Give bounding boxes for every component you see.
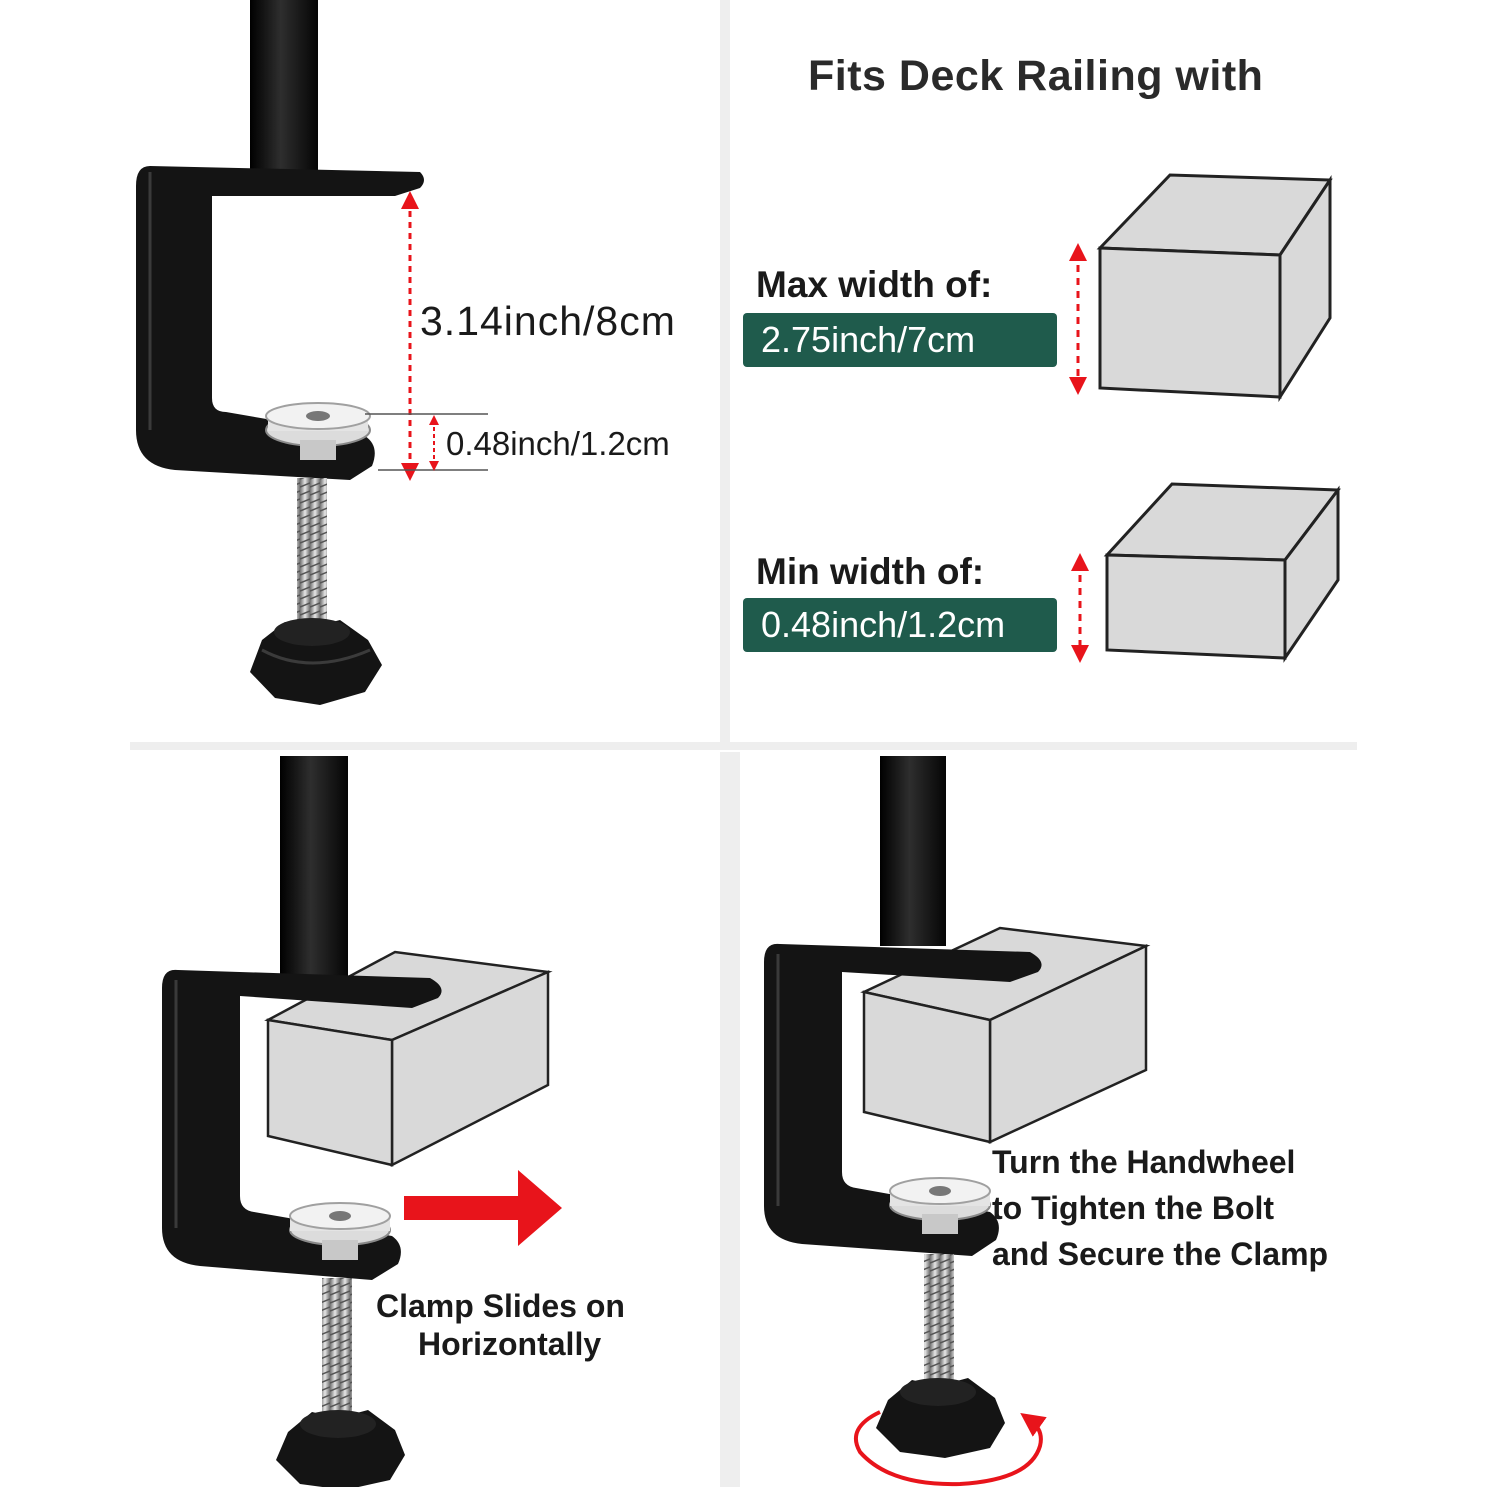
clamp-icon [764, 756, 1042, 1256]
block-icon [1096, 173, 1333, 403]
bolt-icon [265, 402, 371, 628]
bolt-icon [889, 1177, 991, 1394]
gap-dimension-label: 3.14inch/8cm [420, 298, 676, 344]
handwheel-icon [276, 1410, 405, 1487]
tighten-caption-line1: Turn the Handwheel [992, 1144, 1296, 1180]
thickness-dimension-label: 0.48inch/1.2cm [446, 425, 670, 462]
min-width-badge: 0.48inch/1.2cm [743, 598, 1057, 652]
handwheel-icon [876, 1378, 1005, 1458]
bolt-icon [289, 1202, 391, 1420]
dimension-arrow-icon [365, 191, 488, 481]
horizontal-divider [130, 742, 1357, 750]
max-width-label: Max width of: [756, 264, 993, 305]
clamp-icon [136, 0, 424, 480]
rotate-arrow-icon [854, 1410, 1047, 1487]
block-icon [1103, 482, 1341, 663]
slide-caption-line1: Clamp Slides on [376, 1288, 625, 1324]
tighten-caption-line2: to Tighten the Bolt [992, 1190, 1275, 1226]
panel-dimensions [130, 0, 720, 742]
slide-arrow-icon [404, 1170, 562, 1246]
min-width-label: Min width of: [756, 551, 985, 592]
vertical-divider-top [720, 0, 730, 742]
max-width-badge: 2.75inch/7cm [743, 313, 1057, 367]
slide-caption-line2: Horizontally [418, 1326, 602, 1362]
handwheel-icon [250, 618, 382, 705]
tighten-caption-line3: and Secure the Clamp [992, 1236, 1329, 1272]
panel-tighten [742, 752, 1357, 1487]
clamp-icon [162, 756, 442, 1280]
vertical-divider-bottom [720, 752, 740, 1487]
panel-title: Fits Deck Railing with [808, 52, 1264, 100]
